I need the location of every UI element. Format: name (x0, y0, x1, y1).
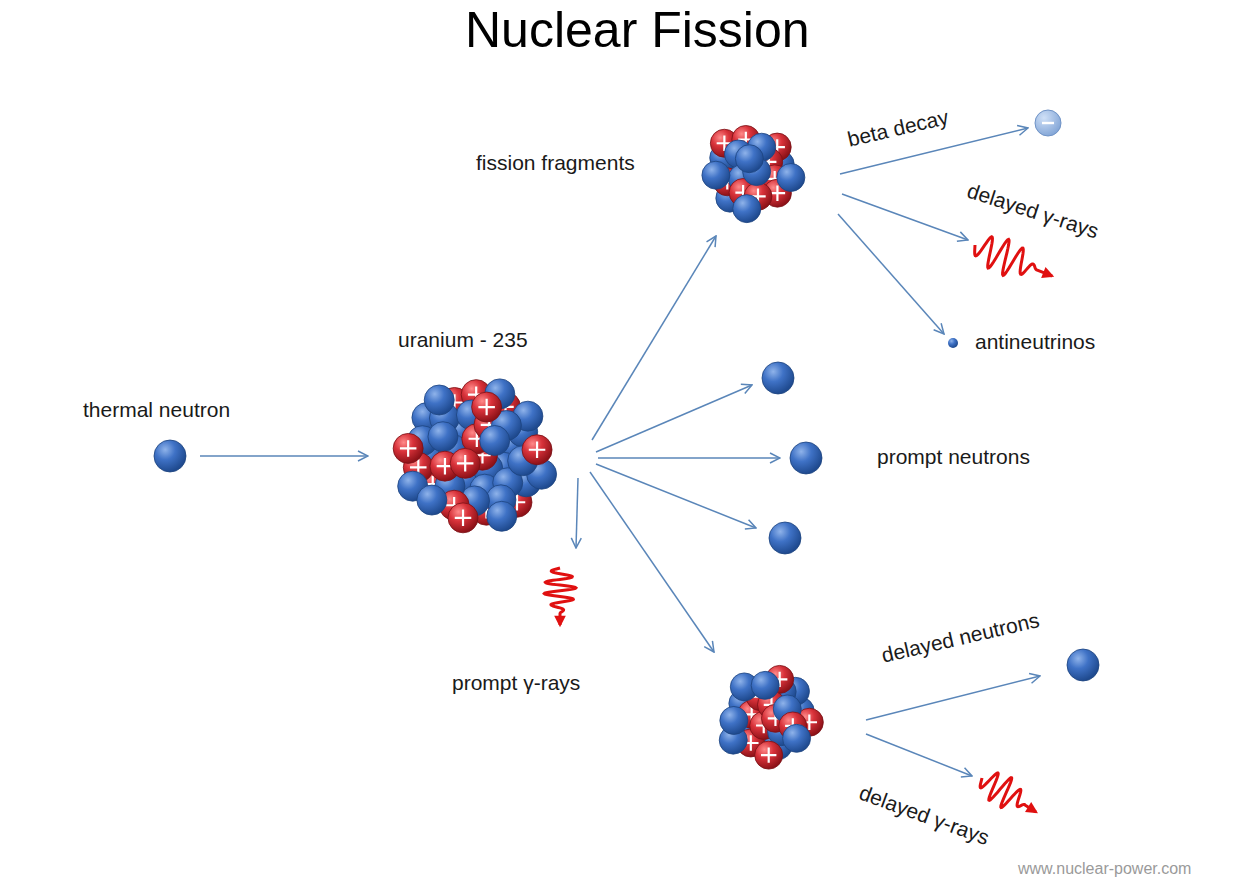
neutron (751, 671, 779, 699)
neutron (702, 161, 730, 189)
part-label: prompt neutrons (877, 445, 1030, 469)
neutron (720, 706, 748, 734)
neutron (417, 485, 447, 515)
part-label: uranium - 235 (398, 328, 528, 352)
neutron (769, 522, 801, 554)
flow-arrow (598, 457, 780, 459)
neutron (154, 440, 186, 472)
neutron (733, 195, 761, 223)
neutron (480, 426, 510, 456)
flow-arrow (596, 464, 756, 528)
neutron (487, 501, 517, 531)
flow-arrow (596, 385, 752, 452)
arrow-label: delayed γ-rays (856, 781, 993, 850)
part-label: thermal neutron (83, 398, 230, 422)
electron (1035, 110, 1061, 136)
antineutrino (948, 338, 958, 348)
flow-arrow (200, 455, 368, 457)
neutron (762, 362, 794, 394)
proton (448, 503, 478, 533)
proton (522, 435, 552, 465)
flow-arrow (838, 214, 944, 334)
flow-arrow (866, 734, 972, 776)
flow-arrow (590, 472, 714, 652)
neutron (735, 145, 763, 173)
proton (450, 448, 480, 478)
neutron (790, 442, 822, 474)
proton (393, 433, 423, 463)
flow-arrow (592, 236, 716, 440)
part-label: prompt γ-rays (452, 671, 580, 695)
neutron (783, 724, 811, 752)
gamma-ray-wave (980, 773, 1036, 812)
proton (755, 741, 783, 769)
neutron (424, 385, 454, 415)
diagram-title: Nuclear Fission (465, 2, 810, 60)
flow-arrow (842, 194, 968, 240)
watermark: www.nuclear-power.com (1018, 860, 1191, 878)
minus-sign (1042, 122, 1054, 124)
proton (472, 392, 502, 422)
neutron (777, 163, 805, 191)
neutron (1067, 649, 1099, 681)
flow-arrow (866, 676, 1040, 720)
neutron (428, 422, 458, 452)
part-label: antineutrinos (975, 330, 1095, 354)
gamma-ray-wave (975, 237, 1052, 276)
arrow-label: beta decay (845, 105, 951, 152)
part-label: fission fragments (476, 151, 635, 175)
arrow-label: delayed γ-rays (964, 179, 1101, 244)
arrow-label: delayed neutrons (879, 608, 1041, 668)
flow-arrow (576, 478, 578, 548)
gamma-ray-wave (544, 568, 576, 625)
